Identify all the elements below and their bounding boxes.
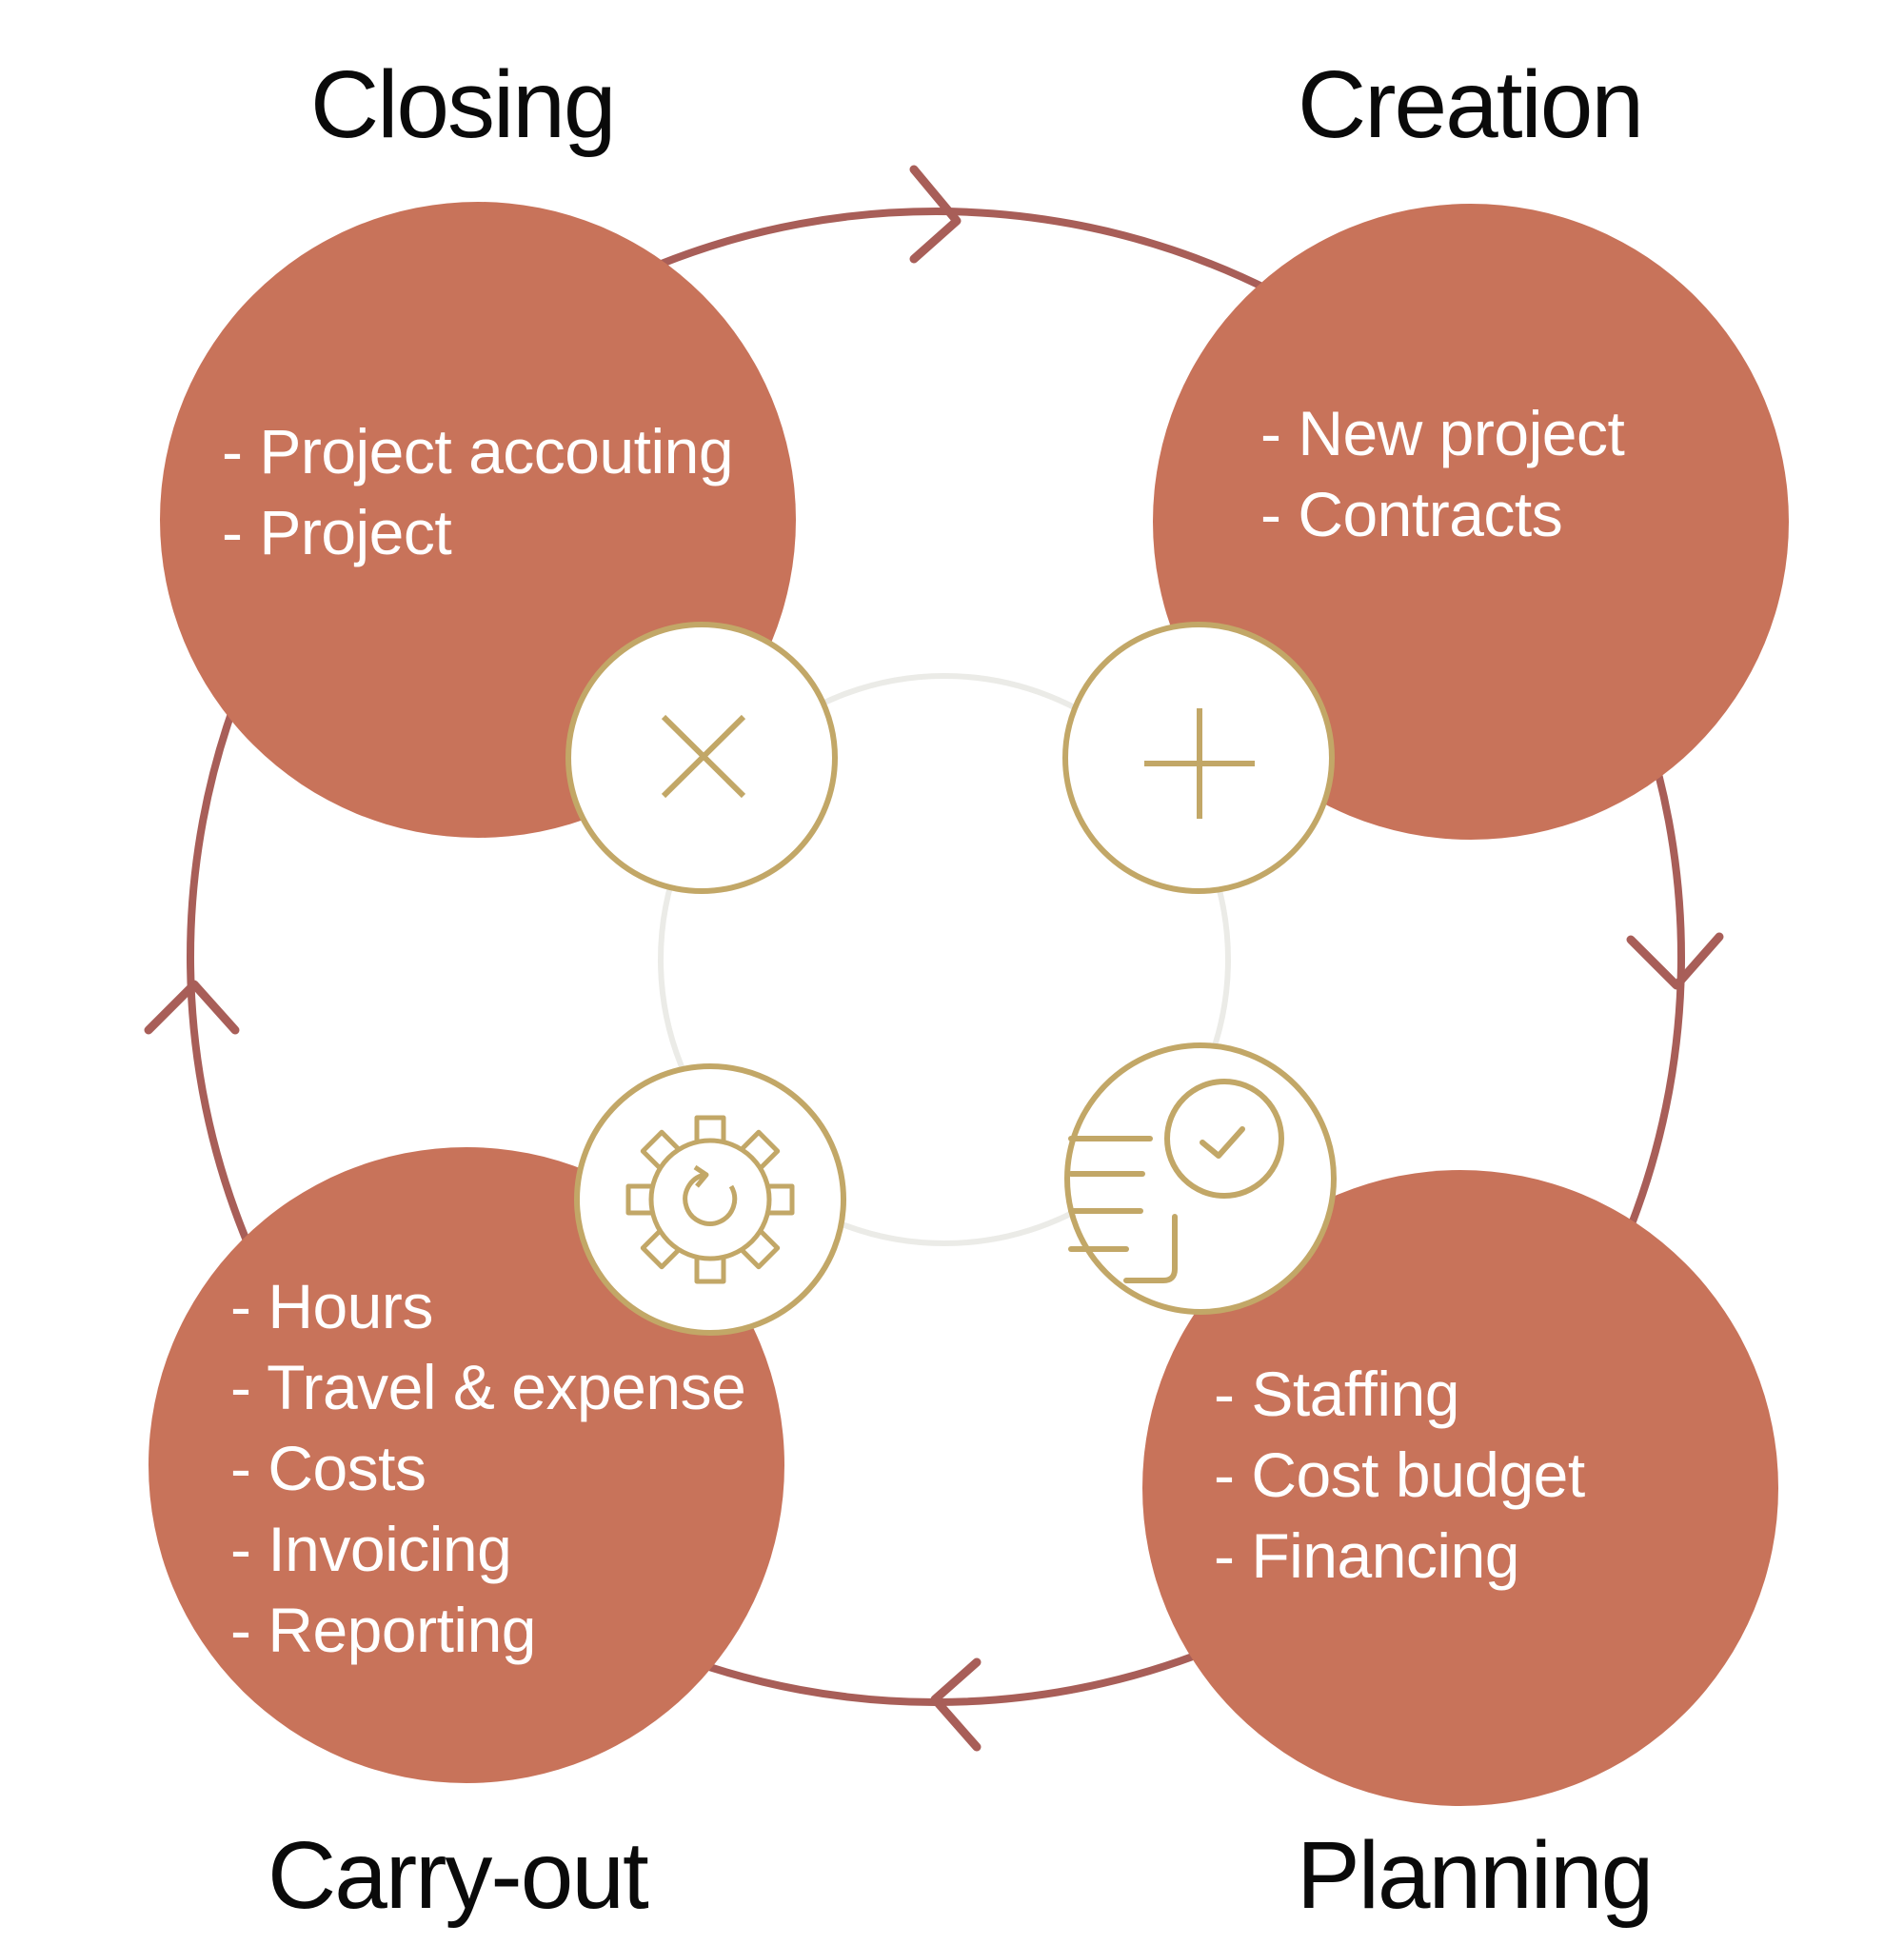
list-item: - Contracts	[1260, 479, 1563, 549]
planning-items: - Staffing - Cost budget - Financing	[1214, 1354, 1585, 1597]
list-item: - Cost budget	[1214, 1439, 1585, 1510]
close-x-icon	[565, 622, 838, 894]
arrow-left-icon	[930, 1657, 982, 1752]
carry-out-items: - Hours - Travel & expense - Costs - Inv…	[230, 1266, 746, 1671]
list-item: - Project accouting	[222, 416, 734, 486]
list-item: - New project	[1260, 398, 1625, 468]
list-item: - Project	[222, 497, 452, 567]
list-item: - Reporting	[230, 1595, 537, 1665]
closing-items: - Project accouting - Project	[222, 411, 734, 573]
carry-out-circle	[149, 1147, 784, 1783]
arrow-down-icon	[1626, 932, 1724, 990]
list-item: - Financing	[1214, 1520, 1519, 1591]
carry-out-title: Carry-out	[268, 1822, 649, 1929]
list-item: - Hours	[230, 1271, 433, 1341]
planning-circle	[1142, 1170, 1778, 1806]
document-check-icon	[1064, 1042, 1337, 1315]
arrow-right-icon	[909, 165, 962, 264]
gear-refresh-icon	[574, 1063, 846, 1336]
list-item: - Costs	[230, 1433, 426, 1503]
inner-ring	[658, 673, 1231, 1246]
list-item: - Travel & expense	[230, 1352, 746, 1422]
arrow-up-icon	[144, 980, 240, 1035]
creation-circle	[1153, 204, 1789, 840]
creation-items: - New project - Contracts	[1260, 393, 1625, 555]
list-item: - Invoicing	[230, 1514, 512, 1584]
planning-title: Planning	[1297, 1822, 1654, 1929]
closing-title: Closing	[310, 51, 616, 158]
creation-title: Creation	[1298, 51, 1644, 158]
list-item: - Staffing	[1214, 1359, 1459, 1429]
plus-icon	[1062, 622, 1335, 894]
